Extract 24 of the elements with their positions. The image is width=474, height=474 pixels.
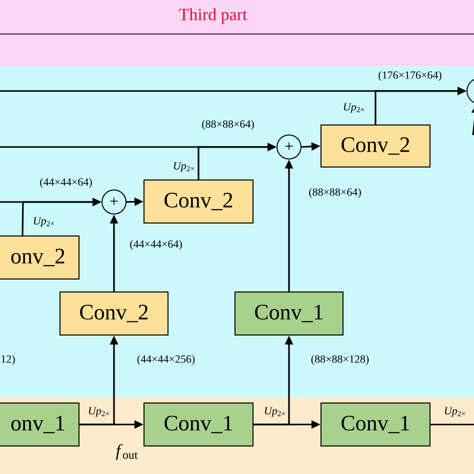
text-label: f$_{out}$ xyxy=(116,444,138,460)
conv-block: Conv_2 xyxy=(144,180,254,224)
text-label: 12) xyxy=(2,355,15,365)
edge-label: (176×176×64) xyxy=(377,70,443,82)
section-heading: Third part xyxy=(179,8,248,24)
edge-label: (44×44×64) xyxy=(128,239,184,251)
edge-label: (44×44×64) xyxy=(38,177,94,189)
conv-block: Conv_1 xyxy=(320,402,430,446)
conv-block: Conv_2 xyxy=(320,124,430,168)
edge-label: (88×88×128) xyxy=(310,354,370,366)
conv-block: Conv_1 xyxy=(144,402,254,446)
edge-label: Up$_{2×}$ xyxy=(262,406,288,418)
conv-block: onv_2 xyxy=(0,236,80,280)
conv-block: Conv_2 xyxy=(60,292,168,336)
edge-label: Up$_{2×}$ xyxy=(32,216,56,228)
edge-label: (88×88×64) xyxy=(308,187,362,199)
edge-label: (88×88×64) xyxy=(200,119,256,131)
conv-block: Conv_1 xyxy=(234,292,344,336)
edge-label: Up$_{2×}$ xyxy=(342,102,366,114)
edge-label: (44×44×256) xyxy=(136,354,196,366)
edge-label: Up$_{2×}$ xyxy=(442,406,468,418)
edge-label: Up$_{2×}$ xyxy=(86,406,112,418)
conv-block: onv_1 xyxy=(0,402,80,446)
edge-label: Up$_{2×}$ xyxy=(172,161,196,173)
